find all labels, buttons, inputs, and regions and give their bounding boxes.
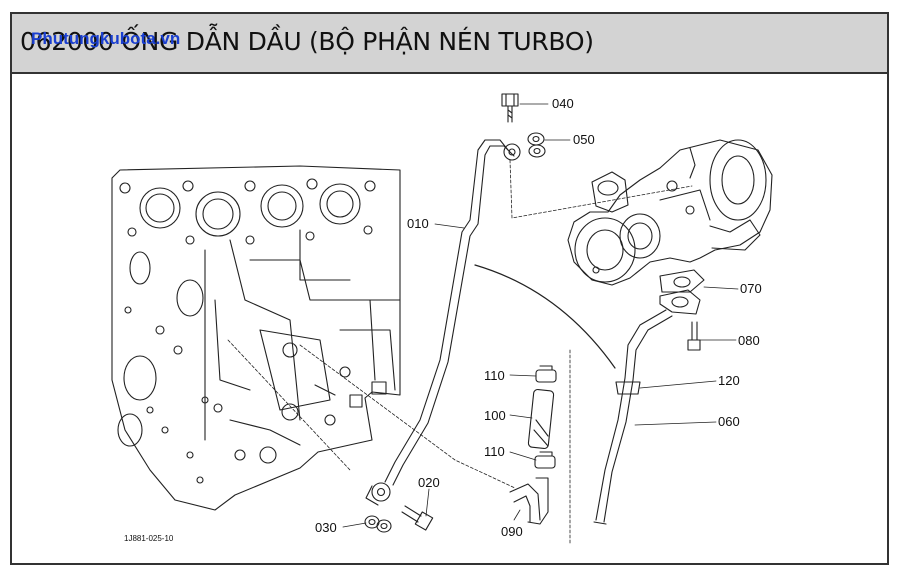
part-label-050: 050 xyxy=(573,132,595,147)
part-label-090: 090 xyxy=(501,524,523,539)
part-labels: 040 050 010 070 080 120 060 110 100 110 … xyxy=(124,96,762,543)
part-label-060: 060 xyxy=(718,414,740,429)
part-label-070: 070 xyxy=(740,281,762,296)
part-label-120: 120 xyxy=(718,373,740,388)
part-label-030: 030 xyxy=(315,520,337,535)
part-label-110-lower: 110 xyxy=(484,444,505,459)
diagram-frame: 062000 ỐNG DẪN DẦU (BỘ PHẬN NÉN TURBO) P… xyxy=(10,12,889,565)
part-label-040: 040 xyxy=(552,96,574,111)
title-bar: 062000 ỐNG DẪN DẦU (BỘ PHẬN NÉN TURBO) P… xyxy=(12,14,887,74)
engine-block-drawing xyxy=(111,165,401,511)
turbocharger-drawing xyxy=(567,139,773,286)
part-label-010: 010 xyxy=(407,216,429,231)
part-label-020: 020 xyxy=(418,475,440,490)
page-title: 062000 ỐNG DẪN DẦU (BỘ PHẬN NÉN TURBO) xyxy=(20,27,594,56)
part-label-110-upper: 110 xyxy=(484,368,505,383)
drawing-code: 1J881-025-10 xyxy=(124,534,174,543)
watermark-logo: Phutungkubota.vn xyxy=(31,29,181,48)
part-label-080: 080 xyxy=(738,333,760,348)
part-label-100: 100 xyxy=(484,408,506,423)
